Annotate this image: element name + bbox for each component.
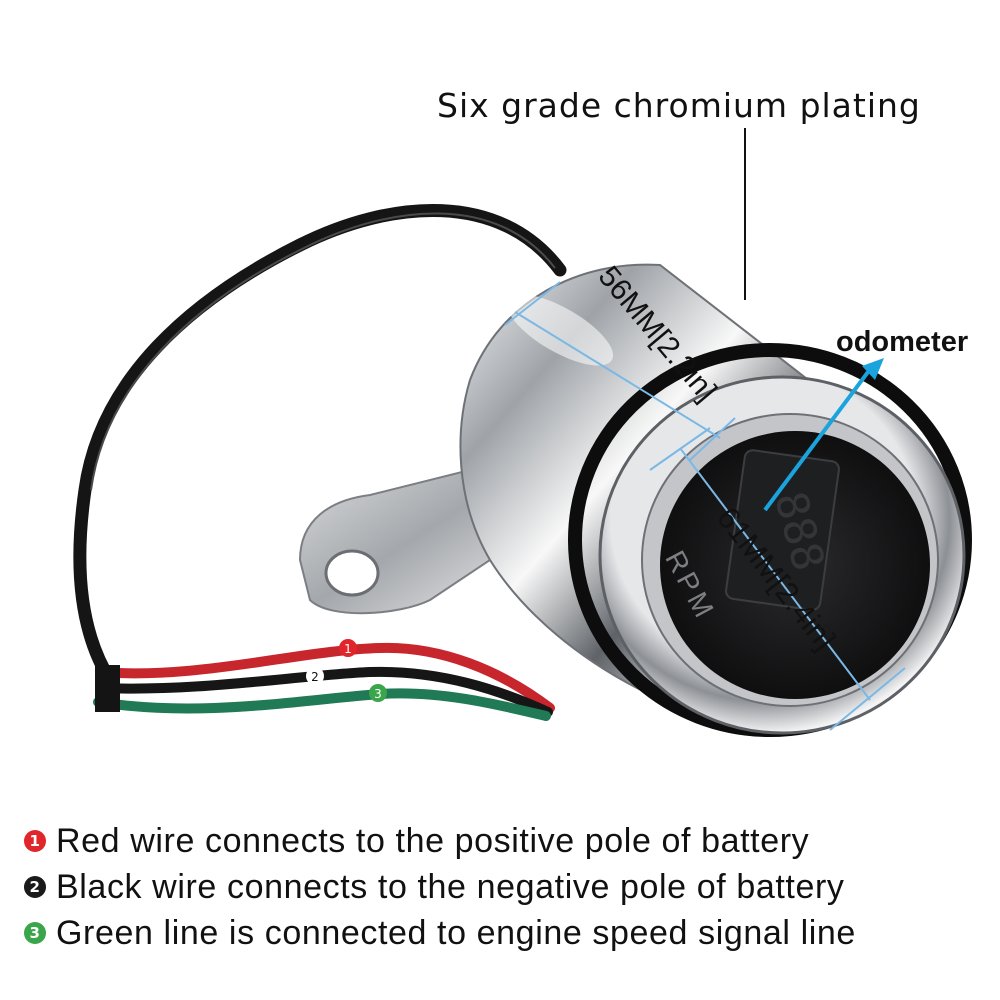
- mounting-bracket: [298, 468, 522, 615]
- legend-item-red: 1 Red wire connects to the positive pole…: [24, 818, 984, 864]
- black-wire-badge: 2: [306, 667, 324, 685]
- odometer-callout: odometer: [836, 326, 969, 358]
- svg-text:1: 1: [344, 642, 352, 656]
- wiring-legend: 1 Red wire connects to the positive pole…: [24, 818, 984, 956]
- green-number-badge: 3: [24, 922, 46, 944]
- black-number-badge: 2: [24, 876, 46, 898]
- cable-loop-highlight: [90, 212, 556, 491]
- cable-loop: [73, 204, 567, 687]
- lcd-display: 888: [725, 449, 840, 611]
- svg-text:3: 3: [374, 687, 382, 701]
- red-wire-badge: 1: [339, 639, 357, 657]
- green-wire-badge: 3: [369, 684, 387, 702]
- legend-item-green: 3 Green line is connected to engine spee…: [24, 910, 984, 956]
- legend-text-black: Black wire connects to the negative pole…: [56, 867, 845, 906]
- legend-text-green: Green line is connected to engine speed …: [56, 913, 856, 952]
- svg-text:2: 2: [311, 670, 319, 684]
- legend-text-red: Red wire connects to the positive pole o…: [56, 821, 810, 860]
- odometer-pointer-arrow: [763, 358, 884, 512]
- legend-item-black: 2 Black wire connects to the negative po…: [24, 864, 984, 910]
- signal-wires: [93, 642, 555, 721]
- plating-callout: Six grade chromium plating: [437, 86, 921, 125]
- red-number-badge: 1: [24, 830, 46, 852]
